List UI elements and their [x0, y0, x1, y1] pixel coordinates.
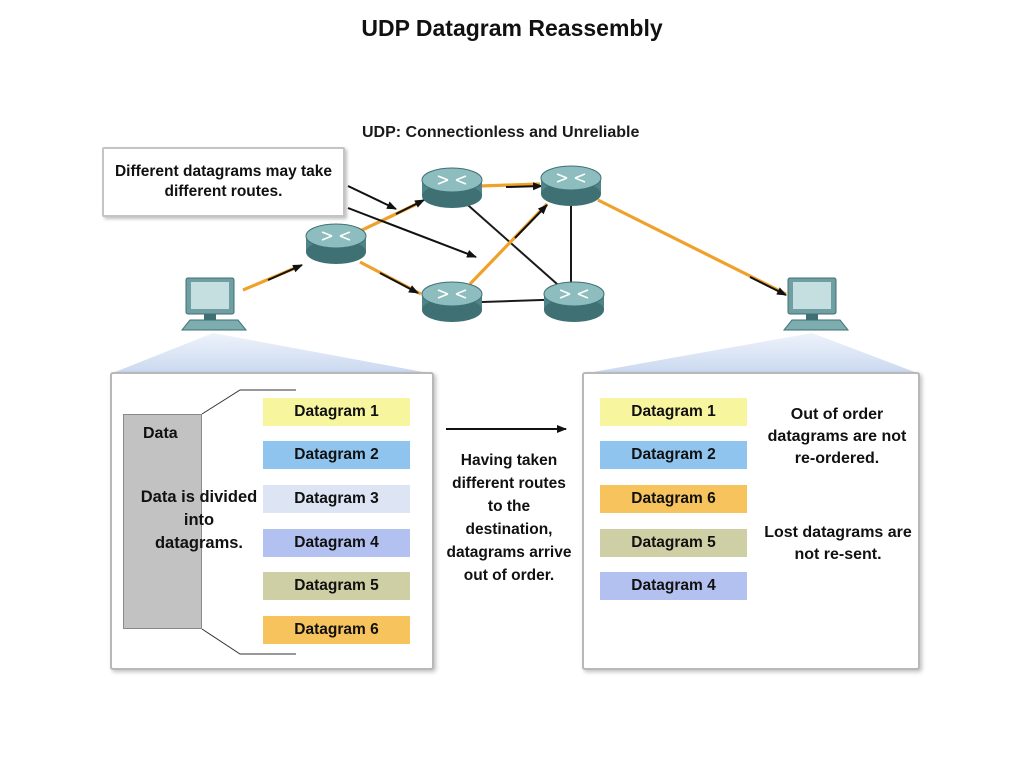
sent-datagram-6: Datagram 6: [263, 616, 410, 644]
router-e: [543, 281, 605, 322]
router-c: [540, 165, 602, 206]
received-datagram-2: Datagram 2: [600, 441, 747, 469]
received-datagram-3: Datagram 6: [600, 485, 747, 513]
sent-datagram-5: Datagram 5: [263, 572, 410, 600]
sent-datagram-1: Datagram 1: [263, 398, 410, 426]
routes-callout-text: Different datagrams may take different r…: [114, 163, 333, 200]
routes-callout: Different datagrams may take different r…: [102, 147, 345, 217]
source-computer-icon: [180, 277, 248, 331]
transit-note: Having taken different routes to the des…: [446, 452, 572, 584]
data-block: [123, 414, 202, 629]
out-of-order-note: Out of order datagrams are not re-ordere…: [767, 406, 907, 467]
received-datagram-1: Datagram 1: [600, 398, 747, 426]
destination-computer-icon: [782, 277, 850, 331]
sent-datagram-4: Datagram 4: [263, 529, 410, 557]
data-description: Data is divided into datagrams.: [140, 488, 258, 552]
sent-datagram-3: Datagram 3: [263, 485, 410, 513]
router-a: [305, 223, 367, 264]
zoom-cone-right: [582, 333, 920, 374]
slide-title: UDP Datagram Reassembly: [361, 15, 663, 41]
network-title: UDP: Connectionless and Unreliable: [362, 124, 640, 141]
sent-datagram-2: Datagram 2: [263, 441, 410, 469]
router-b: [421, 167, 483, 208]
zoom-cone-left: [110, 333, 434, 374]
lost-datagrams-note: Lost datagrams are not re-sent.: [764, 524, 912, 563]
data-label: Data: [143, 425, 178, 442]
received-datagram-5: Datagram 4: [600, 572, 747, 600]
route-arrows: [267, 182, 787, 296]
received-datagram-4: Datagram 5: [600, 529, 747, 557]
router-d: [421, 281, 483, 322]
